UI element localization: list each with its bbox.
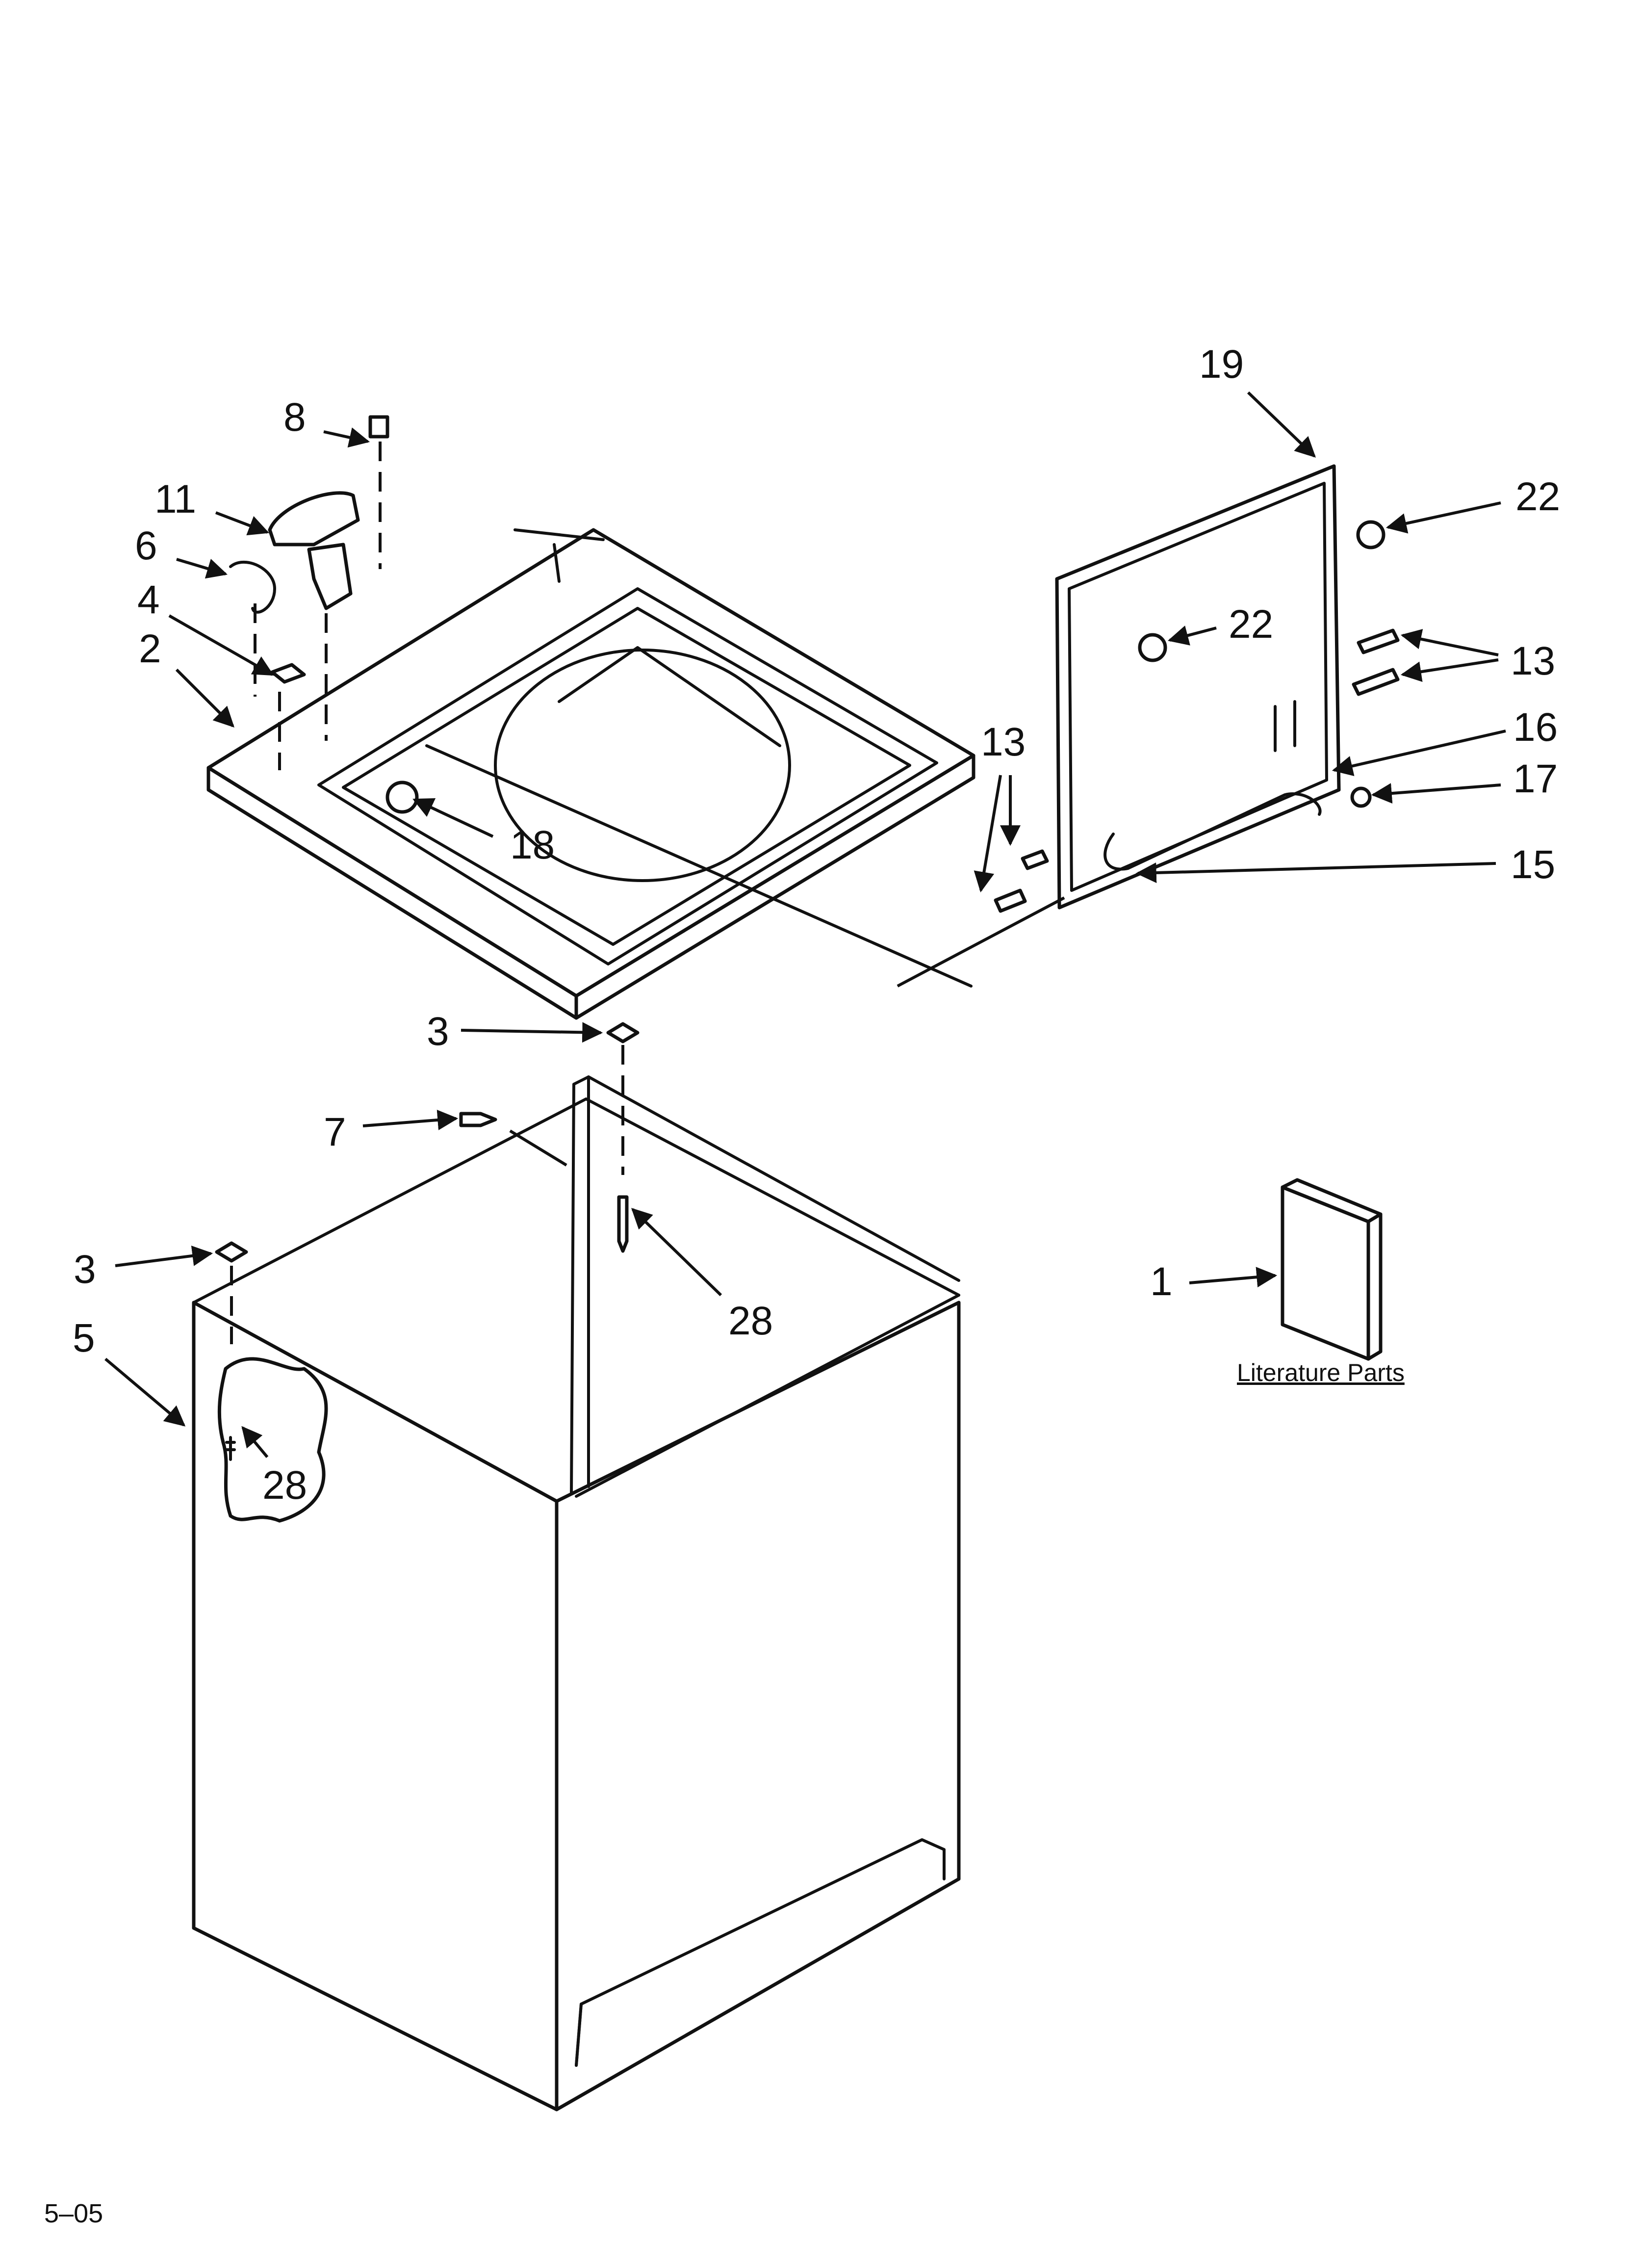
arrow-28a	[631, 1208, 722, 1297]
arrow-1	[1189, 1267, 1278, 1288]
arrow-7	[362, 1110, 459, 1130]
callout-11: 11	[154, 477, 196, 521]
arrow-13a-2	[1400, 658, 1499, 682]
arrow-13a-1	[1400, 629, 1499, 656]
arrow-22a	[1385, 501, 1501, 534]
arrow-4	[168, 614, 274, 676]
arrow-18	[412, 798, 494, 838]
callout-16: 16	[1513, 705, 1558, 750]
callout-7: 7	[324, 1110, 346, 1154]
arrow-2	[175, 668, 234, 728]
callout-3b: 3	[74, 1247, 96, 1292]
arrow-3a	[461, 1022, 603, 1043]
cabinet-part	[192, 1075, 961, 2112]
callout-2: 2	[139, 626, 161, 671]
lid-part	[897, 464, 1400, 988]
callout-6: 6	[135, 523, 157, 568]
literature-parts-label: Literature Parts	[1237, 1359, 1405, 1386]
callout-1: 1	[1150, 1259, 1173, 1304]
callout-labels: 8 11 6 4 2 18 19 22 22 13 13 16 17 15 3 …	[44, 342, 1560, 2228]
arrow-6	[176, 558, 228, 579]
hardware-parts	[215, 415, 1383, 1361]
arrow-11	[215, 511, 269, 536]
arrow-28b	[241, 1426, 269, 1458]
arrow-13b-1	[974, 775, 1002, 893]
callout-15: 15	[1511, 842, 1555, 887]
top-part	[206, 528, 975, 1020]
callout-18: 18	[510, 823, 555, 867]
callout-19: 19	[1199, 342, 1244, 387]
callout-28b: 28	[262, 1463, 307, 1508]
arrow-3b	[115, 1245, 213, 1267]
arrow-8	[323, 427, 370, 448]
footer-code: 5–05	[44, 2199, 103, 2228]
arrow-5	[104, 1357, 186, 1427]
callout-28a: 28	[728, 1299, 773, 1343]
callout-arrows	[104, 391, 1506, 1458]
callout-22b: 22	[1229, 602, 1273, 647]
callout-5: 5	[73, 1316, 95, 1360]
arrow-22b	[1167, 626, 1217, 646]
callout-3a: 3	[427, 1009, 449, 1054]
callout-17: 17	[1513, 756, 1558, 801]
callout-13a: 13	[1511, 639, 1555, 683]
callout-4: 4	[137, 577, 160, 622]
arrow-17	[1371, 783, 1501, 804]
arrow-15	[1135, 862, 1496, 883]
arrow-19	[1247, 391, 1316, 458]
callout-8: 8	[283, 395, 306, 440]
callout-22a: 22	[1515, 474, 1560, 519]
callout-13b: 13	[981, 720, 1026, 764]
arrow-16	[1332, 730, 1506, 777]
